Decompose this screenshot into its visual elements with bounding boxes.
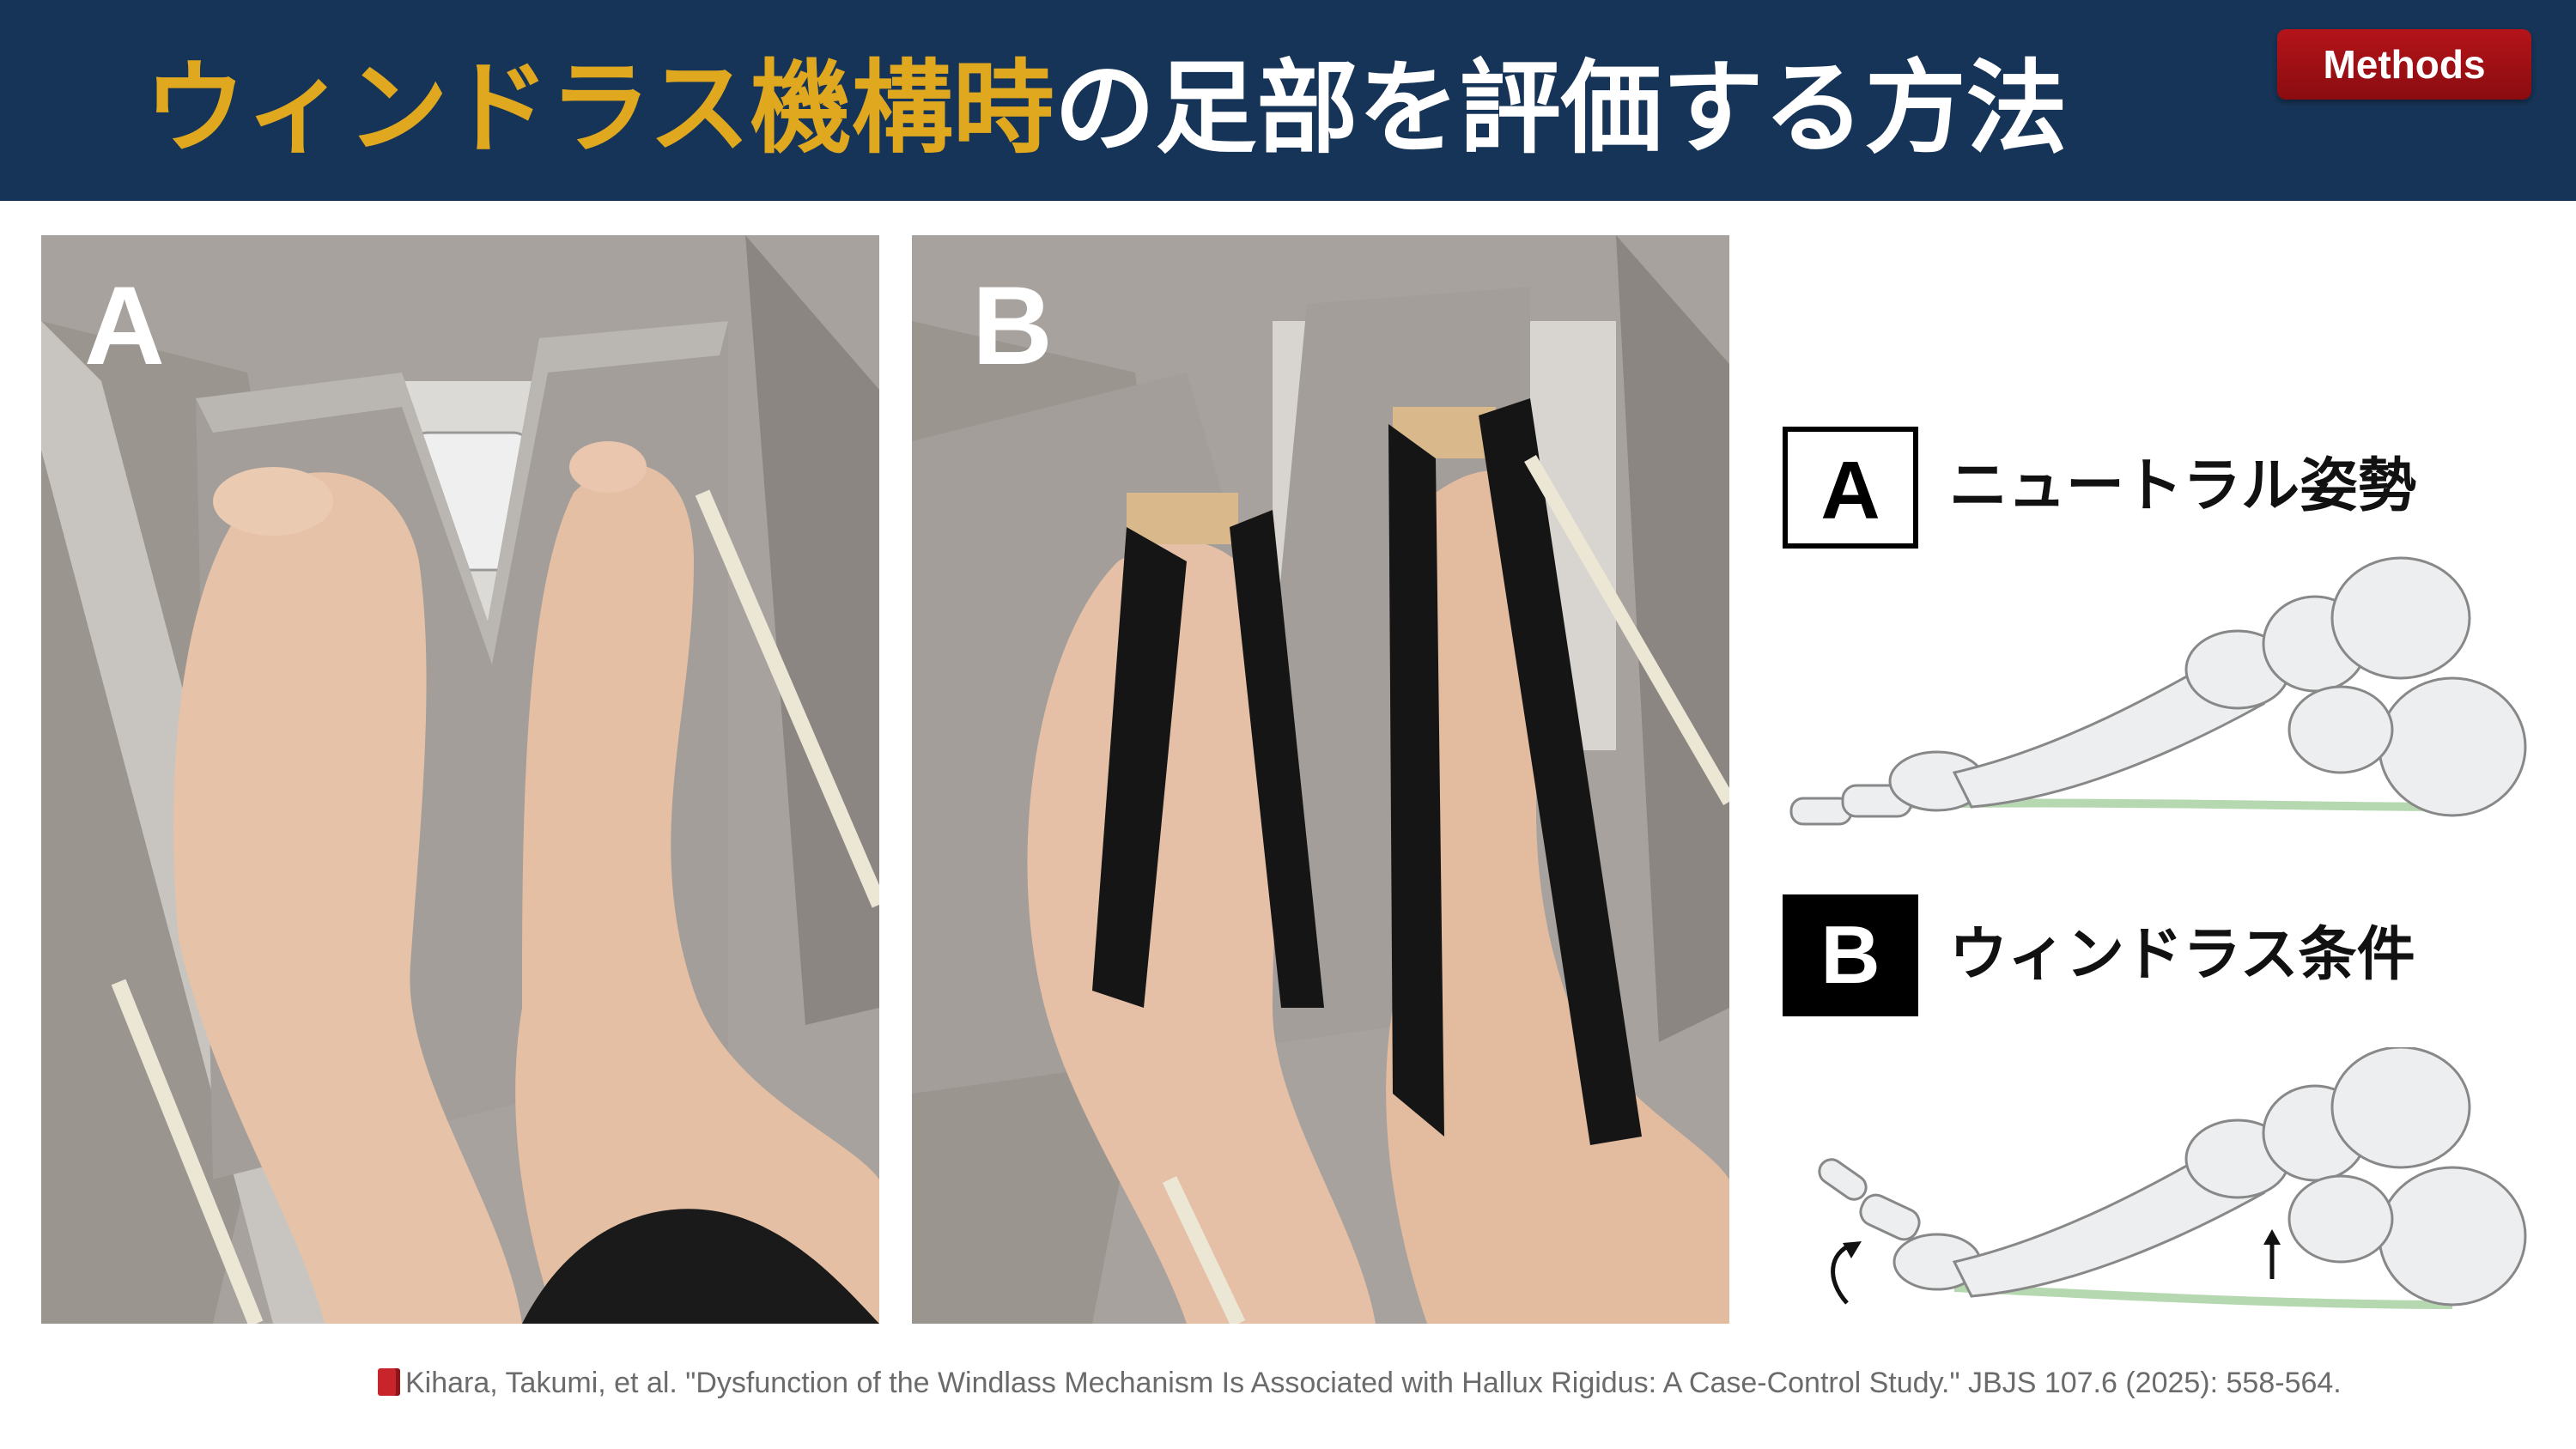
slide-title-rest: の足部を評価する方法 <box>1054 49 2068 167</box>
condition-a-letter: A <box>1783 427 1918 549</box>
citation-text: Kihara, Takumi, et al. "Dysfunction of t… <box>405 1367 2342 1399</box>
title-bar: ウィンドラス機構時の足部を評価する方法 Methods <box>0 0 2576 201</box>
photo-a-label: A <box>84 263 165 388</box>
book-icon <box>378 1368 400 1396</box>
condition-a-label: ニュートラル姿勢 <box>1949 452 2417 520</box>
photo-a-image <box>41 235 879 1324</box>
photo-b-image <box>912 235 1729 1324</box>
condition-b-label: ウィンドラス条件 <box>1949 921 2415 989</box>
plantar-fascia <box>1953 1283 2453 1309</box>
photo-neutral-position: A <box>41 235 879 1324</box>
citation: Kihara, Takumi, et al. "Dysfunction of t… <box>378 1367 2342 1400</box>
slide-title-highlight: ウィンドラス機構時 <box>144 49 1054 167</box>
slide-title: ウィンドラス機構時の足部を評価する方法 <box>144 48 2068 168</box>
photo-windlass-condition: B <box>912 235 1729 1324</box>
photo-b-label: B <box>972 263 1053 388</box>
foot-skeleton-windlass-illustration <box>1818 1047 2527 1309</box>
foot-skeleton-neutral-illustration <box>1789 556 2527 826</box>
condition-b-letter: B <box>1783 894 1918 1016</box>
methods-badge: Methods <box>2277 29 2531 100</box>
